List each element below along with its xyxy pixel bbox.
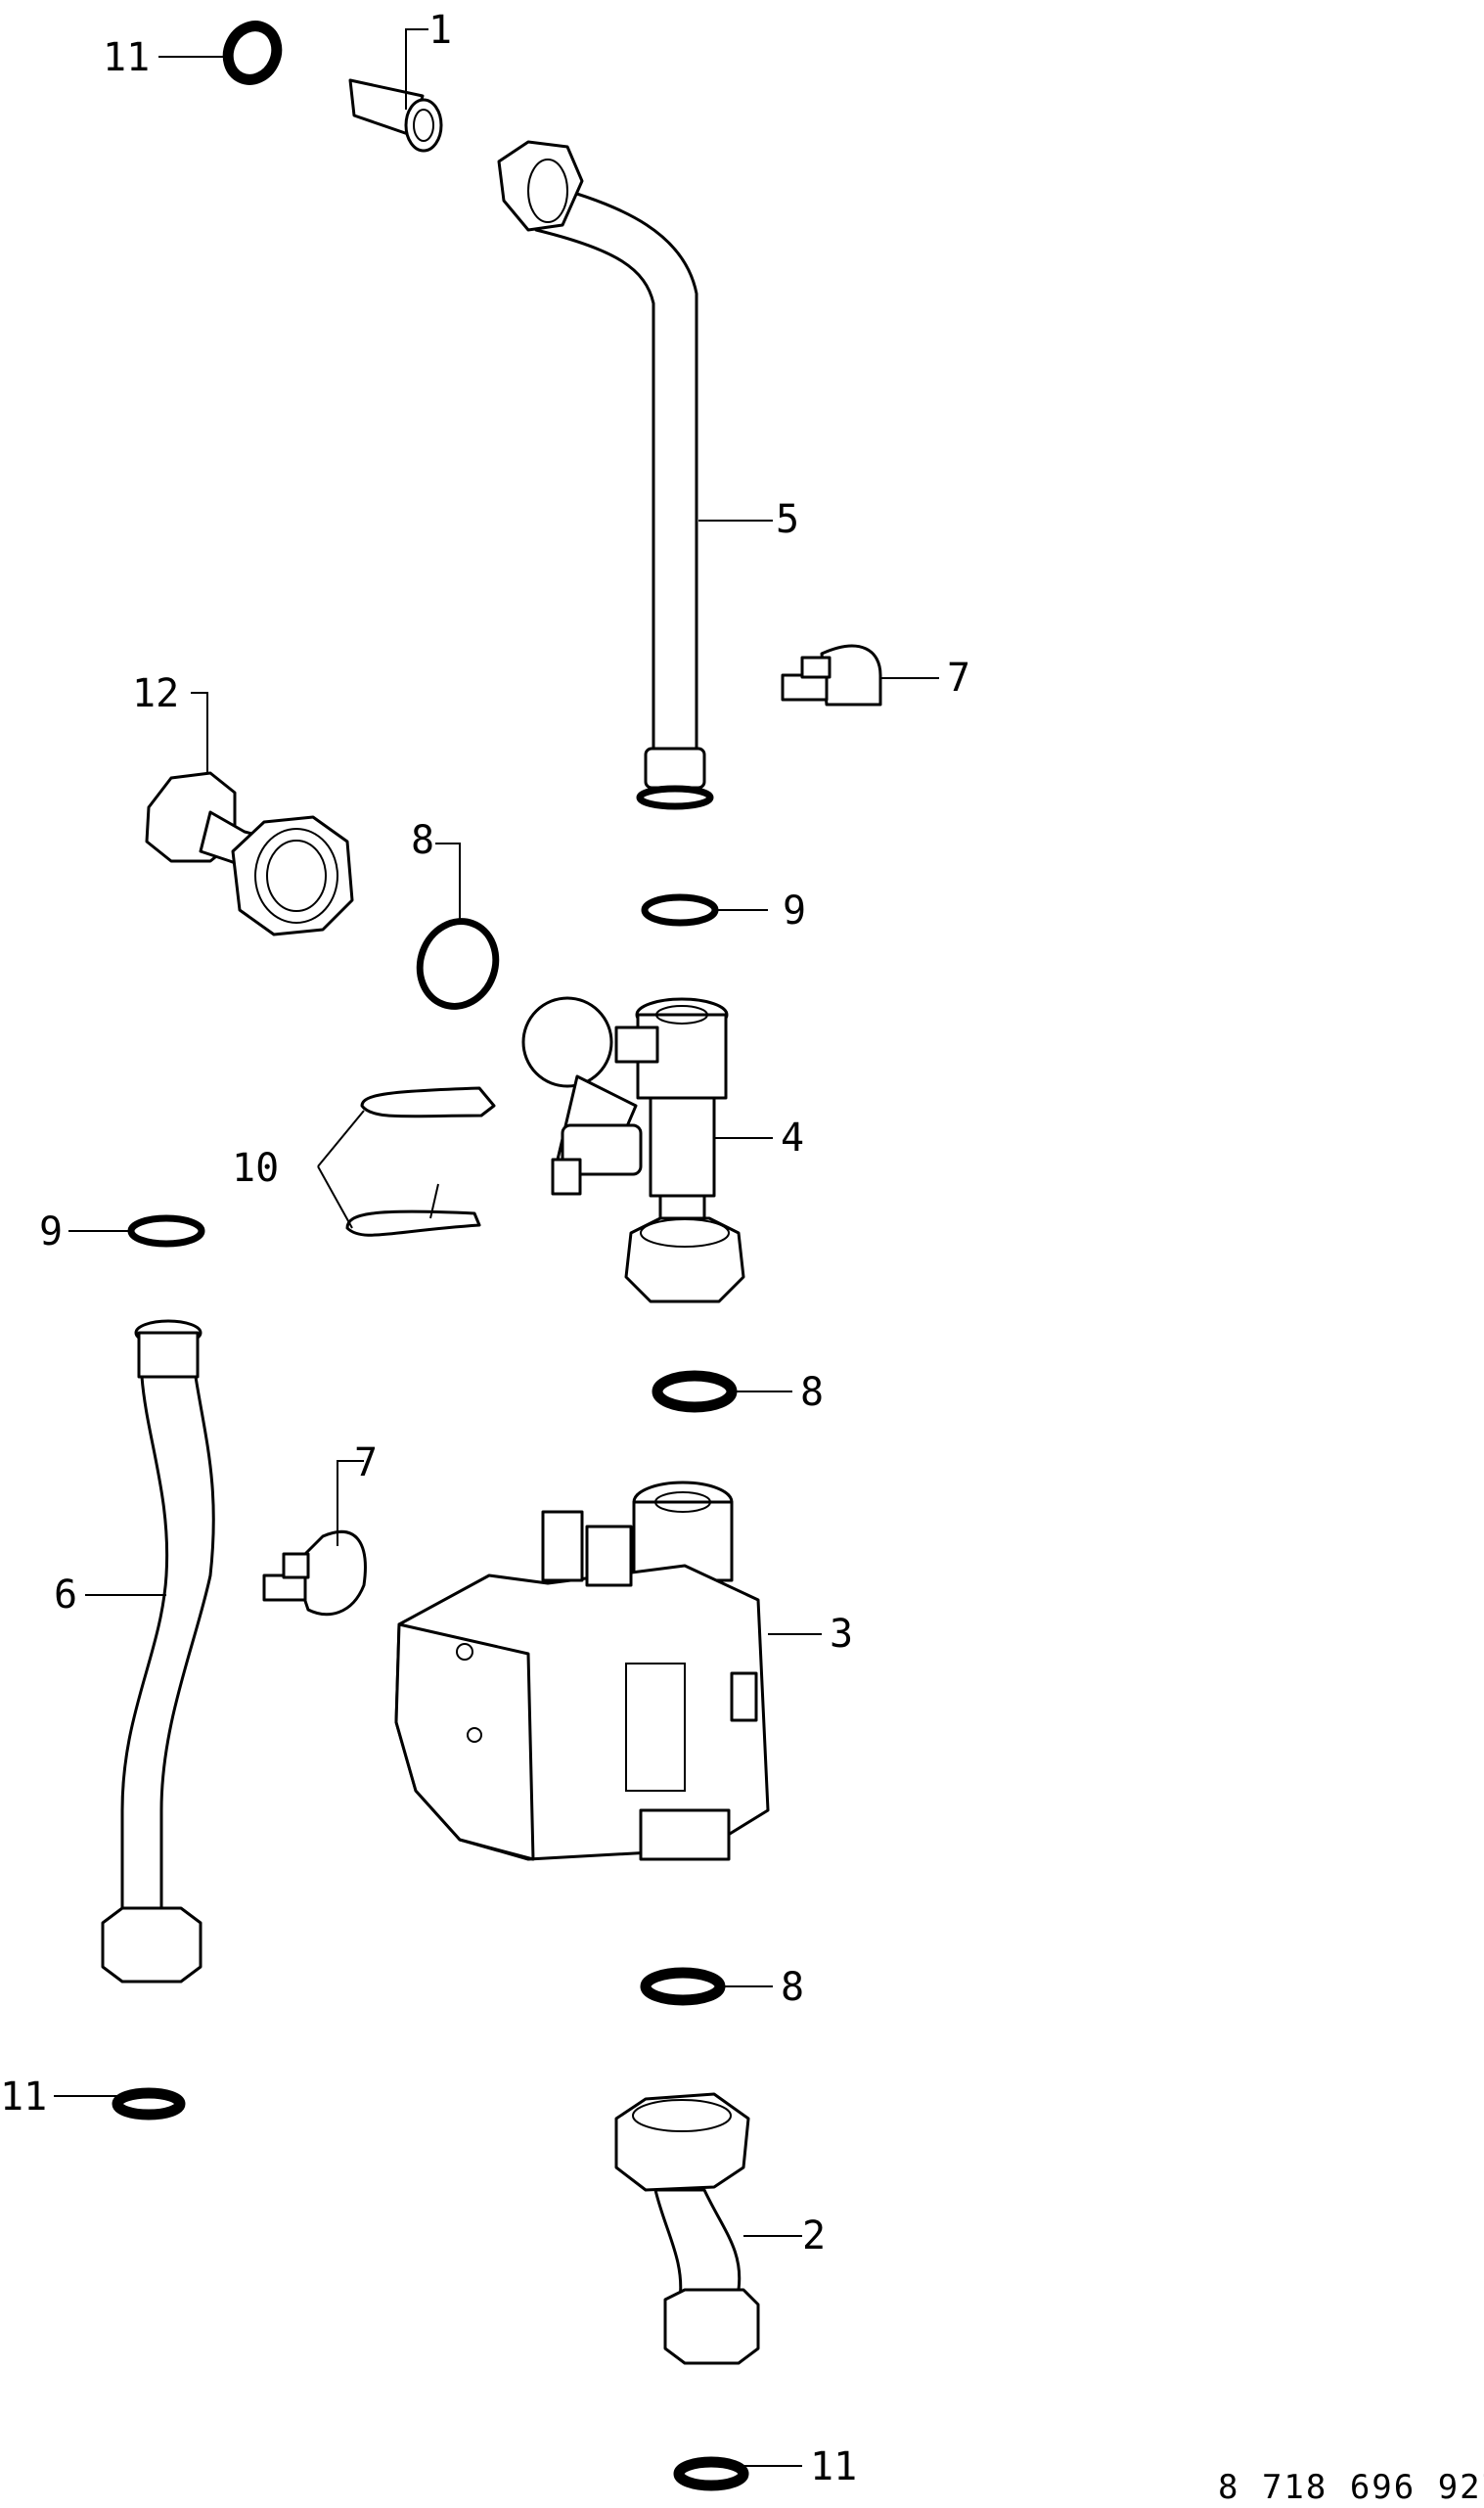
callout-9-left: 9 bbox=[39, 1209, 63, 1254]
part-4-valve-body bbox=[521, 996, 745, 1303]
part-7-sensor-clip-upper bbox=[781, 644, 882, 707]
callout-12: 12 bbox=[132, 671, 179, 716]
callout-7-lower: 7 bbox=[354, 1440, 378, 1485]
callout-8-middle: 8 bbox=[800, 1370, 824, 1415]
part-9-o-ring-right bbox=[641, 893, 719, 927]
part-9-o-ring-left bbox=[127, 1214, 205, 1248]
callout-11-top: 11 bbox=[103, 35, 150, 80]
callout-5: 5 bbox=[776, 497, 799, 542]
callout-10: 10 bbox=[232, 1146, 279, 1191]
part-2-offset-elbow bbox=[614, 2092, 760, 2365]
part-3-circulation-pump bbox=[394, 1481, 770, 1861]
callout-9-right: 9 bbox=[783, 889, 806, 934]
part-5-bent-pipe bbox=[497, 140, 714, 810]
part-11-o-ring-bottom bbox=[673, 2456, 749, 2491]
callout-11-bottom: 11 bbox=[810, 2444, 857, 2489]
part-8-gasket-middle bbox=[652, 1370, 738, 1413]
leader-lines bbox=[54, 28, 939, 2467]
callout-1: 1 bbox=[428, 8, 452, 53]
part-1-filter bbox=[348, 78, 443, 153]
callout-7-upper: 7 bbox=[947, 656, 970, 701]
part-6-s-pipe bbox=[101, 1319, 215, 1984]
part-10-retaining-clips bbox=[345, 1086, 496, 1237]
callout-6: 6 bbox=[54, 1573, 77, 1618]
callout-3: 3 bbox=[830, 1612, 853, 1657]
callout-11-left: 11 bbox=[0, 2075, 47, 2120]
part-12-elbow-connector bbox=[145, 771, 354, 936]
callout-2: 2 bbox=[802, 2213, 826, 2258]
part-8-gasket-upper bbox=[416, 918, 500, 1010]
part-11-o-ring-top bbox=[222, 21, 283, 85]
part-11-o-ring-left bbox=[112, 2087, 186, 2120]
callout-8-upper: 8 bbox=[411, 818, 434, 863]
callout-4: 4 bbox=[781, 1116, 804, 1161]
part-8-gasket-lower bbox=[640, 1967, 726, 2006]
part-7-sensor-clip-lower bbox=[262, 1529, 367, 1617]
document-number: 8 718 696 927 bbox=[1218, 2468, 1484, 2507]
callout-8-lower: 8 bbox=[781, 1965, 804, 2010]
